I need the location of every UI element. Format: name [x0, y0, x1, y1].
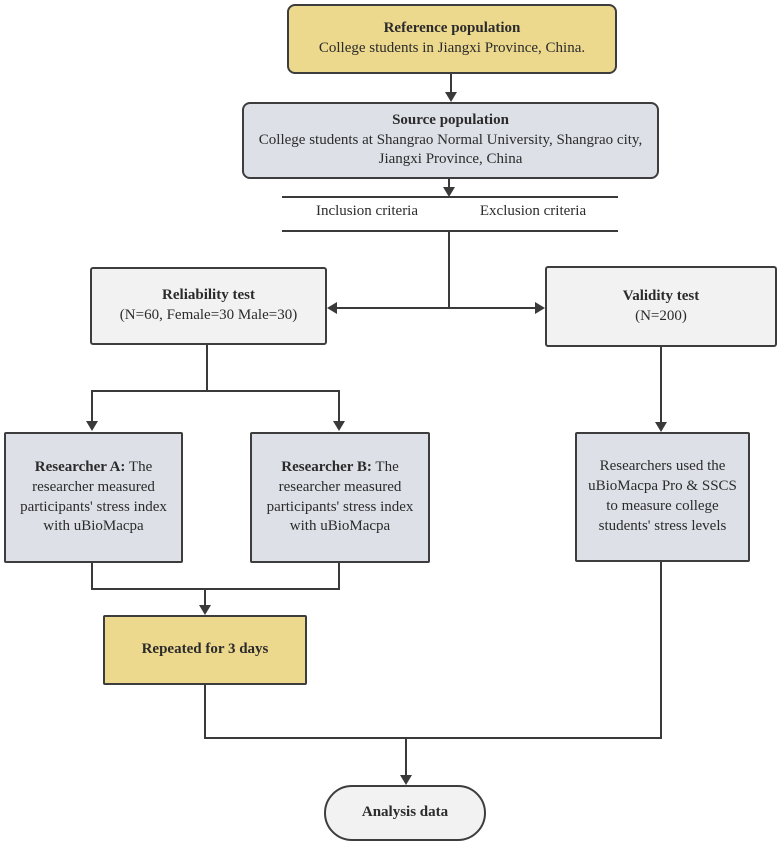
reference-population-subtitle: College students in Jiangxi Province, Ch…: [318, 40, 586, 56]
researcher-b-text: Researcher B: The researcher measured pa…: [258, 458, 422, 537]
source-population-subtitle: College students at Shangrao Normal Univ…: [258, 131, 643, 168]
arrowhead-into-reliability: [327, 302, 337, 314]
arrowhead-reference-source: [445, 92, 457, 102]
researcher-b-body: The researcher measured participants' st…: [266, 458, 414, 535]
researcher-b-box: Researcher B: The researcher measured pa…: [250, 432, 430, 563]
validity-test-subtitle: (N=200): [635, 307, 687, 324]
source-population-title: Source population: [392, 111, 509, 128]
connector-researcher-a-down: [91, 563, 93, 588]
connector-method-down: [660, 562, 662, 739]
connector-into-analysis: [405, 739, 407, 776]
arrowhead-into-researcher-a: [86, 421, 98, 431]
reliability-test-title: Reliability test: [162, 287, 255, 304]
connector-researcher-b-down: [338, 563, 340, 588]
validity-method-box: Researchers used the uBioMacpa Pro & SSC…: [575, 432, 750, 562]
researcher-a-text: Researcher A: The researcher measured pa…: [12, 458, 175, 537]
connector-source-criteria: [448, 179, 450, 188]
arrowhead-into-analysis: [400, 775, 412, 785]
connector-researchers-merge-horizontal: [91, 588, 340, 590]
connector-into-repeated: [204, 588, 206, 605]
researcher-a-body: The researcher measured participants' st…: [20, 458, 167, 535]
criteria-top-line: [282, 196, 618, 198]
validity-test-box: Validity test (N=200): [545, 266, 777, 347]
connector-researchers-top-horizontal: [91, 390, 340, 392]
connector-into-researcher-b: [338, 390, 340, 421]
reference-population-box: Reference population College students in…: [287, 4, 617, 74]
researcher-a-label: Researcher A:: [34, 458, 126, 475]
validity-method-text: Researchers used the uBioMacpa Pro & SSC…: [588, 458, 737, 534]
connector-reference-source: [450, 74, 452, 93]
reference-population-title: Reference population: [383, 20, 521, 37]
researcher-a-box: Researcher A: The researcher measured pa…: [4, 432, 183, 563]
arrowhead-into-validity: [535, 302, 545, 314]
reliability-test-box: Reliability test (N=60, Female=30 Male=3…: [90, 267, 327, 345]
analysis-data-box: Analysis data: [324, 785, 486, 841]
repeated-box: Repeated for 3 days: [103, 615, 307, 685]
inclusion-criteria-label: Inclusion criteria: [315, 203, 419, 219]
repeated-title: Repeated for 3 days: [141, 641, 269, 658]
criteria-bottom-line: [282, 230, 618, 232]
source-population-box: Source population College students at Sh…: [242, 102, 659, 179]
arrowhead-source-criteria: [443, 187, 455, 197]
connector-split-horizontal: [337, 307, 535, 309]
connector-criteria-split: [448, 232, 450, 308]
connector-reliability-stem: [206, 345, 208, 390]
reliability-test-subtitle: (N=60, Female=30 Male=30): [119, 307, 298, 323]
connector-bottom-horizontal: [204, 737, 662, 739]
analysis-data-title: Analysis data: [361, 804, 449, 821]
arrowhead-validity-method: [655, 422, 667, 432]
exclusion-criteria-label: Exclusion criteria: [479, 203, 587, 219]
connector-repeated-down: [204, 685, 206, 738]
validity-test-title: Validity test: [622, 287, 700, 304]
arrowhead-into-researcher-b: [333, 421, 345, 431]
arrowhead-into-repeated: [199, 605, 211, 615]
connector-into-researcher-a: [91, 390, 93, 421]
connector-validity-method: [660, 347, 662, 422]
researcher-b-label: Researcher B:: [281, 458, 372, 475]
